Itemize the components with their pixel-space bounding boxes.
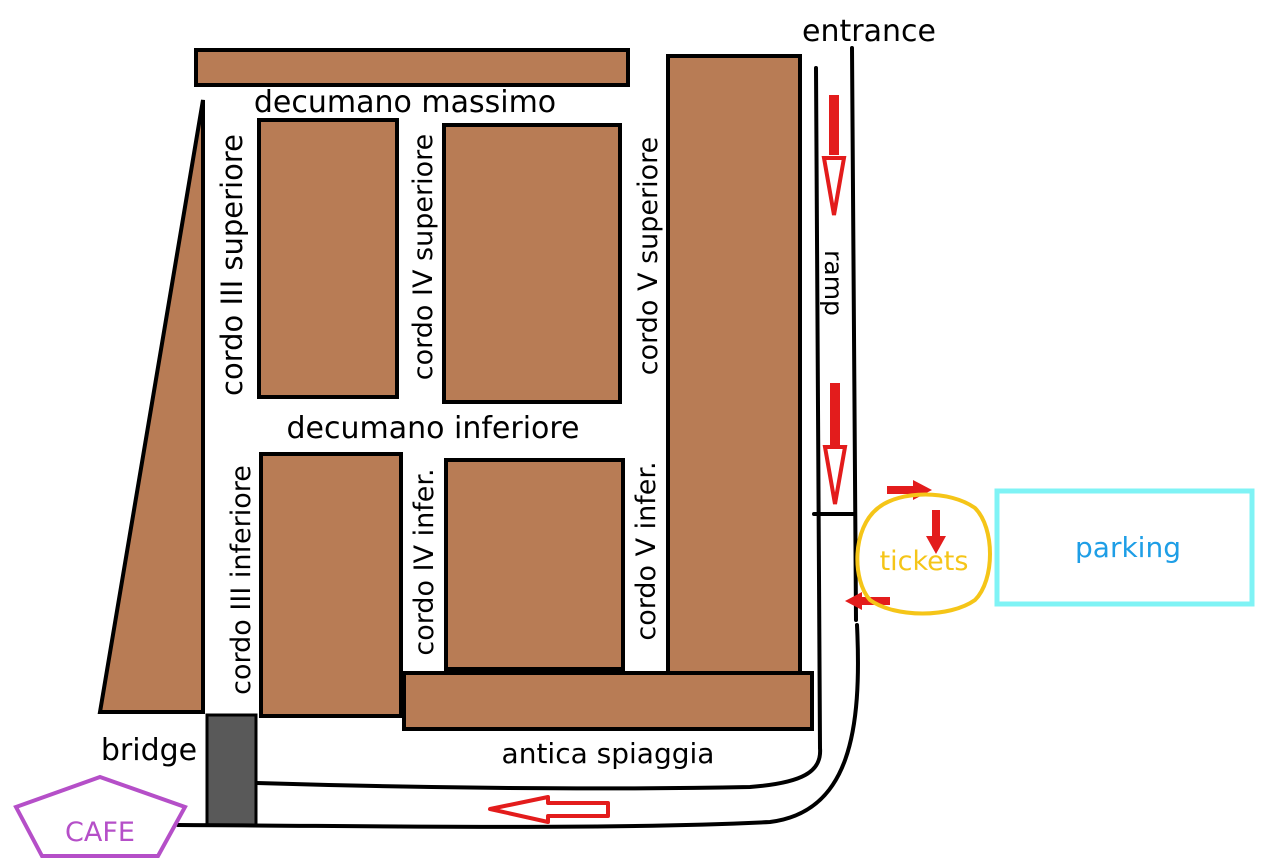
entrance-label: entrance	[802, 14, 936, 49]
cordo-v-infer-label: cordo V infer.	[631, 461, 662, 640]
cordo-iv-superiore-label: cordo IV superiore	[408, 134, 439, 380]
cordo-iii-inferiore-label: cordo III inferiore	[226, 465, 257, 695]
block-insula-iv-upper	[442, 123, 622, 404]
cafe-label: CAFE	[65, 817, 135, 848]
bridge-label: bridge	[101, 733, 197, 768]
tickets-booth-outline	[855, 492, 992, 616]
decumano-inferiore-label: decumano inferiore	[286, 411, 579, 446]
block-west-triangle	[97, 99, 205, 714]
block-insula-v-east	[666, 54, 802, 675]
tickets-label: tickets	[880, 546, 969, 577]
cafe-pentagon	[13, 774, 188, 858]
cordo-iii-superiore-label: cordo III superiore	[215, 134, 249, 396]
decumano-massimo-label: decumano massimo	[254, 85, 556, 120]
block-insula-iii-lower	[259, 452, 403, 718]
ramp-wall-right	[850, 46, 858, 622]
path-inner-curve	[255, 746, 823, 791]
path-outer-curve	[176, 623, 860, 829]
cordo-iv-infer-label: cordo IV infer.	[409, 468, 440, 655]
ramp-wall-left	[814, 66, 822, 750]
antica-spiaggia-label: antica spiaggia	[502, 737, 715, 770]
cordo-v-superiore-label: cordo V superiore	[633, 137, 664, 375]
block-decumano-massimo-north	[194, 48, 630, 87]
arrow-ramp-upper	[821, 95, 847, 216]
ramp-label: ramp	[819, 250, 848, 316]
arrow-ramp-lower	[822, 383, 848, 505]
block-insula-iv-lower	[444, 458, 625, 671]
bridge-structure	[205, 713, 258, 827]
block-antica-spiaggia-north	[402, 671, 814, 731]
parking-label: parking	[1075, 531, 1181, 564]
block-insula-iii-upper	[257, 118, 399, 399]
arrow-tickets-down	[926, 510, 946, 554]
parking-area	[994, 488, 1255, 607]
arrow-path-west	[488, 795, 610, 824]
